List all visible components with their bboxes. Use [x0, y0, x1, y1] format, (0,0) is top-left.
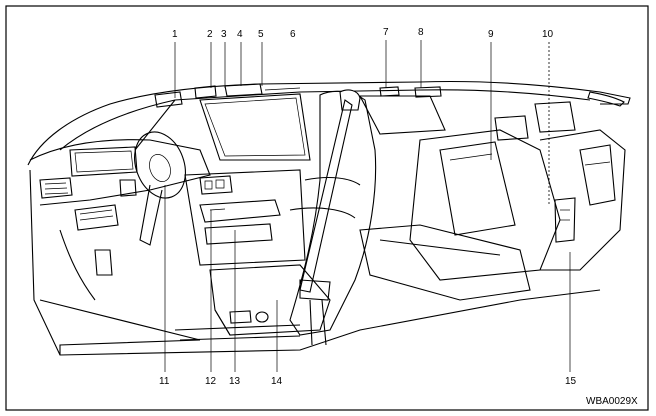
callout-4: 4	[237, 29, 243, 40]
callout-3: 3	[221, 29, 227, 40]
frame-border	[5, 5, 649, 411]
callout-1: 1	[172, 29, 178, 40]
callout-5: 5	[258, 29, 264, 40]
callout-10: 10	[542, 29, 554, 40]
callout-11: 11	[159, 376, 170, 387]
car-illustration	[27, 80, 631, 356]
callout-labels: 1 2 3 4 5 6 7 8 9 10 11 12 13 14 15	[159, 27, 577, 387]
callout-8: 8	[418, 27, 424, 38]
figure-code: WBA0029X	[586, 396, 638, 407]
callout-15: 15	[565, 376, 577, 387]
leader-lines	[164, 40, 571, 372]
callout-6: 6	[290, 29, 296, 40]
callout-12: 12	[205, 376, 217, 387]
callout-14: 14	[271, 376, 283, 387]
callout-13: 13	[229, 376, 241, 387]
callout-7: 7	[383, 27, 389, 38]
callout-9: 9	[488, 29, 494, 40]
callout-2: 2	[207, 29, 213, 40]
